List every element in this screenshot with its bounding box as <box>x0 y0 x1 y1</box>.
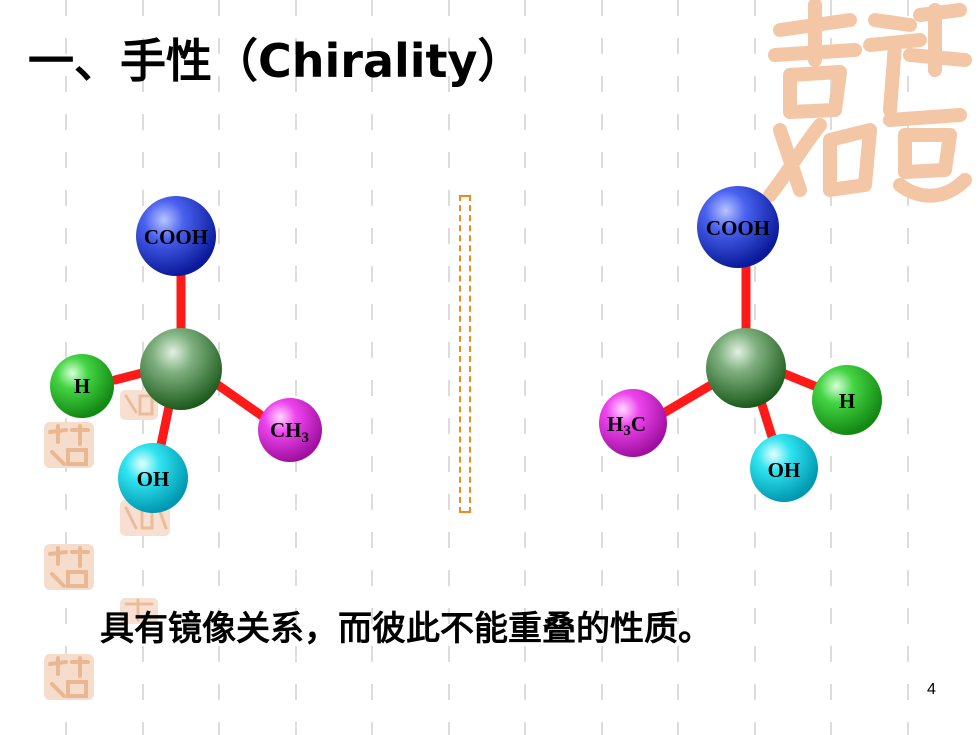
decorative-seal-small <box>120 598 158 624</box>
decorative-seal-small <box>120 390 158 420</box>
hydroxyl-label: OH <box>137 467 170 491</box>
hydroxyl-atom <box>750 434 818 502</box>
cooh-label: COOH <box>144 225 208 249</box>
hydrogen-atom <box>812 365 882 435</box>
cooh-label: COOH <box>706 216 770 240</box>
carbon-atom <box>140 328 222 410</box>
hydroxyl-atom <box>118 443 188 513</box>
hydrogen-label: H <box>839 389 855 413</box>
methyl-label: H3C <box>607 412 646 439</box>
hydrogen-label: H <box>74 374 90 398</box>
carbon-atom <box>706 328 786 408</box>
decorative-seal-small <box>44 422 94 468</box>
cooh-atom <box>136 196 216 276</box>
decorative-seal-large <box>763 0 972 203</box>
bond <box>657 380 716 419</box>
hydrogen-atom <box>50 354 114 418</box>
page-title: 一、手性（Chirality） <box>28 34 524 88</box>
caption-text: 具有镜像关系，而彼此不能重叠的性质。 <box>100 609 712 649</box>
methyl-label: CH3 <box>270 418 309 446</box>
decorative-seal-small <box>44 544 94 590</box>
left-molecule: COOH H CH3 OH <box>50 196 322 513</box>
mirror-plane <box>459 195 471 513</box>
methyl-atom <box>599 389 667 457</box>
decorative-seal-small <box>44 654 94 700</box>
hydroxyl-label: OH <box>768 458 801 482</box>
cooh-atom <box>697 186 779 268</box>
bond <box>210 378 270 423</box>
methyl-atom <box>258 398 322 462</box>
page-number: 4 <box>927 681 936 698</box>
right-molecule: COOH H3C H OH <box>599 186 882 502</box>
